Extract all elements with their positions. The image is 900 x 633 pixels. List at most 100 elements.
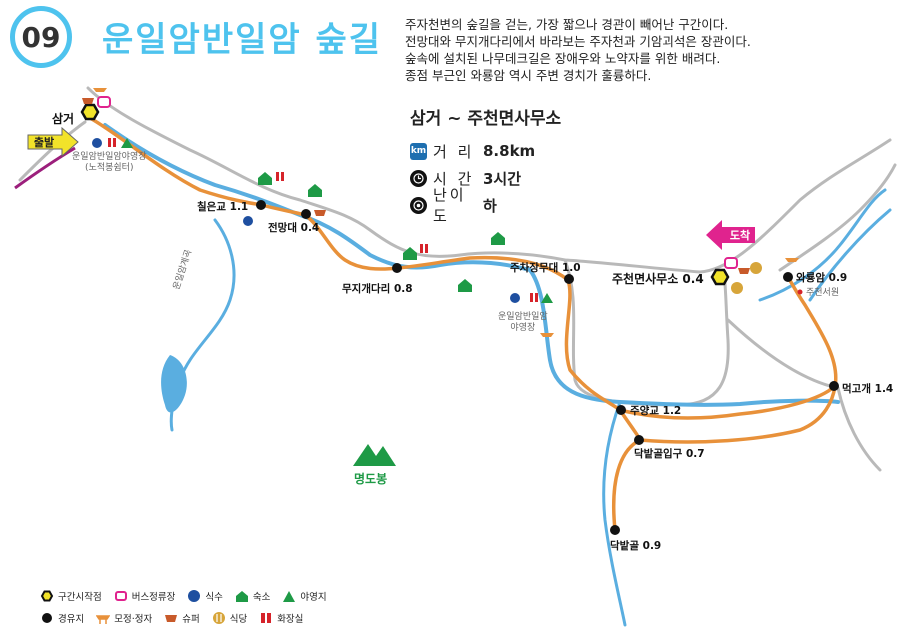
distance-row: km 거 리 8.8km <box>410 139 561 163</box>
legend-label: 야영지 <box>300 592 327 603</box>
bus-stop-icon <box>97 96 738 269</box>
waypoint-marker-observatory <box>301 209 311 219</box>
route-info-panel: 삼거 ~ 주천면사무소 km 거 리 8.8km 시 간 3시간 난이도 하 <box>410 104 562 225</box>
clock-icon <box>410 169 427 187</box>
end-point-label: 주천면사무소 0.4 <box>612 272 704 286</box>
campsite-icon <box>283 591 296 602</box>
legend-item-water: 식수 <box>187 589 223 603</box>
legend-item-campsite: 야영지 <box>282 589 327 603</box>
waypoint-markers <box>256 200 839 535</box>
legend-label: 식당 <box>229 614 248 625</box>
waypoint-label-rainbow-bridge: 무지개다리 0.8 <box>342 283 413 295</box>
legend-item-pavilion: 모정·정자 <box>96 611 152 625</box>
difficulty-row: 난이도 하 <box>410 186 561 225</box>
mountain-icon <box>353 444 396 466</box>
legend-label: 식수 <box>205 592 223 603</box>
campsite-label: 운일암반일암야영장 (노적봉쉼터) <box>72 152 147 173</box>
distance-icon: km <box>410 142 427 160</box>
legend-item-restroom: 화장실 <box>259 611 303 625</box>
store-icon <box>165 615 178 622</box>
section-number-badge: 09 <box>10 6 72 68</box>
description-line-2: 전망대와 무지개다리에서 바라보는 주자천과 기암괴석은 장관이다. <box>405 34 751 49</box>
waypoint-marker-dakbatgol-entrance <box>634 435 644 445</box>
start-arrow: 출발 <box>27 126 79 158</box>
section-start-icon <box>80 103 100 121</box>
restroom-icon <box>108 138 538 302</box>
legend-item-section-start: 구간시작점 <box>40 589 102 603</box>
description-line-3: 숲속에 설치된 나무데크길은 장애우와 노약자를 위한 배려다. <box>405 51 721 66</box>
legend-item-restaurant: 식당 <box>212 611 247 625</box>
legend-item-bus-stop: 버스정류장 <box>114 589 176 603</box>
mountain-label: 명도봉 <box>354 472 388 486</box>
waypoint-marker-waryongam <box>783 272 793 282</box>
route-info-title: 삼거 ~ 주천면사무소 <box>410 109 562 129</box>
trail-route <box>88 116 838 532</box>
waypoint-marker-parking-stage <box>564 274 574 284</box>
waypoint-marker-chileungyo <box>256 200 266 210</box>
distance-value: 8.8km <box>483 142 536 160</box>
restroom-icon <box>261 613 272 623</box>
lodging-icon <box>258 172 505 292</box>
waypoint-label-dakbatgol-entrance: 닥밭골입구 0.7 <box>634 448 705 460</box>
section-end-icon <box>710 268 730 286</box>
end-arrow: 도착 <box>706 220 755 250</box>
waypoint-marker-juyanggyo <box>616 405 626 415</box>
campsite-icon <box>121 138 553 303</box>
store-icon <box>82 98 750 274</box>
campsite2-label: 운일암반일암 야영장 <box>498 312 548 333</box>
road-network <box>18 86 897 472</box>
water-icon <box>188 590 201 602</box>
waypoint-label-waryongam: 와룡암 0.9 <box>796 272 848 284</box>
legend-label: 숙소 <box>252 592 271 603</box>
restaurant-icon <box>731 262 762 294</box>
start-point-label: 삼거 <box>52 112 75 126</box>
section-start-icon <box>40 590 54 602</box>
description-line-1: 주자천변의 숲길을 걷는, 가장 짧으나 경관이 빼어난 구간이다. <box>405 17 729 32</box>
waypoint-label-chileungyo: 칠은교 1.1 <box>197 201 249 213</box>
pavilion-icon <box>96 615 111 624</box>
legend-label: 경유지 <box>58 614 85 625</box>
waypoint-label-juyanggyo: 주양교 1.2 <box>630 405 682 417</box>
pavilion-icon <box>93 88 799 337</box>
legend-item-lodging: 숙소 <box>235 589 270 603</box>
reservoir <box>161 355 187 413</box>
end-tag: 도착 <box>730 228 750 242</box>
legend-row-2: 경유지 모정·정자 슈퍼 식당 화장실 <box>40 607 339 629</box>
waypoint-label-parking-stage: 주차장무대 1.0 <box>510 262 581 274</box>
waypoint-marker-rainbow-bridge <box>392 263 402 273</box>
legend-label: 화장실 <box>277 614 304 625</box>
page-title: 운일암반일암 숲길 <box>102 20 383 60</box>
difficulty-label: 난이도 <box>433 186 467 225</box>
time-row: 시 간 3시간 <box>410 166 561 190</box>
waypoint-label-dakbatgol: 닥밭골 0.9 <box>610 540 662 552</box>
bus-stop-icon <box>114 591 127 601</box>
description-line-4: 종점 부근인 와룡암 역시 주변 경치가 훌륭하다. <box>405 68 652 83</box>
time-value: 3시간 <box>483 169 522 188</box>
legend-item-waypoint: 경유지 <box>40 611 84 625</box>
legend-row-1: 구간시작점 버스정류장 식수 숙소 야영지 <box>40 585 339 607</box>
legend-label: 슈퍼 <box>182 614 200 625</box>
legend-item-store: 슈퍼 <box>164 611 200 625</box>
start-tag: 출발 <box>34 135 54 149</box>
section-number: 09 <box>21 20 61 54</box>
difficulty-value: 하 <box>483 196 497 215</box>
seowon-dot <box>797 289 803 295</box>
restaurant-icon <box>212 612 225 624</box>
waypoint-label-observatory: 전망대 0.4 <box>268 222 320 234</box>
waypoint-icon <box>42 613 52 623</box>
legend-label: 버스정류장 <box>131 592 176 603</box>
map-legend: 구간시작점 버스정류장 식수 숙소 야영지 경유지 모정·정자 슈 <box>40 585 339 629</box>
route-description: 주자천변의 숲길을 걷는, 가장 짧으나 경관이 빼어난 구간이다. 전망대와 … <box>405 16 875 84</box>
time-label: 시 간 <box>433 169 475 188</box>
legend-label: 구간시작점 <box>58 592 102 603</box>
seowon-label: 주천서원 <box>806 288 840 298</box>
lodging-icon <box>235 591 248 602</box>
start-path <box>14 146 76 190</box>
water-icon <box>92 138 520 303</box>
waypoint-marker-dakbatgol <box>610 525 620 535</box>
waypoint-marker-meokgogae <box>829 381 839 391</box>
difficulty-icon <box>410 196 427 214</box>
waypoint-label-meokgogae: 먹고개 1.4 <box>842 383 894 395</box>
legend-label: 모정·정자 <box>114 614 153 625</box>
